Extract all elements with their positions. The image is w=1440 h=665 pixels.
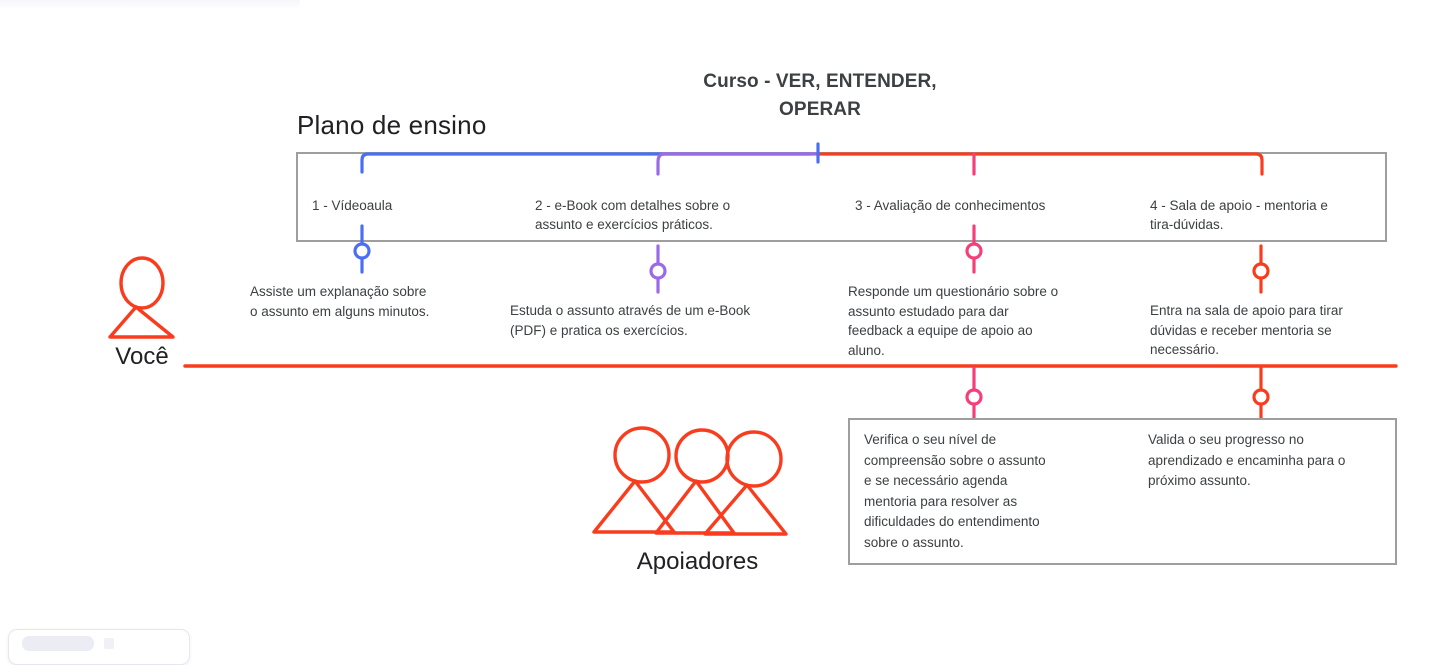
person-icon [108,256,175,339]
supporters-actor-label: Apoiadores [636,548,759,575]
plan-step-label-3: 3 - Avaliação de conhecimentos [855,196,1115,215]
student-desc-1-line1: Assiste um explanação sobre [250,284,427,299]
milestone-marker-icon-student-3[interactable] [958,224,992,276]
supporter-step-description-2: Valida o seu progresso no aprendizado e … [1148,430,1398,492]
plan-step-label-2: 2 - e-Book com detalhes sobre o assunto … [535,196,825,234]
supporter-step-description-1: Verifica o seu nível de compreensão sobr… [864,430,1114,553]
milestone-marker-icon-student-4[interactable] [1245,244,1279,296]
course-title: Curso - VER, ENTENDER, OPERAR [600,68,1040,124]
student-desc-3-line2: assunto estudado para dar [848,303,1009,319]
milestone-marker-icon-student-2[interactable] [642,244,676,296]
plan-step-4-line1: 4 - Sala de apoio - mentoria e [1150,198,1328,213]
plan-step-label-4: 4 - Sala de apoio - mentoria e tira-dúvi… [1150,196,1390,234]
student-step-description-4: Entra na sala de apoio para tirar dúvida… [1150,301,1410,360]
milestone-marker-icon-supporter-2[interactable] [1245,366,1279,422]
supporter-desc-1-line2: compreensão sobre o assunto [864,452,1046,468]
plan-step-2-line1: 2 - e-Book com detalhes sobre o [535,198,731,213]
top-fade-strip [0,0,300,10]
plan-step-4-line2: tira-dúvidas. [1150,217,1224,232]
student-desc-4-line3: necessário. [1150,342,1220,357]
student-desc-1-line2: o assunto em alguns minutos. [250,303,430,319]
people-group-icon [592,426,788,536]
student-step-description-3: Responde um questionário sobre o assunto… [848,282,1128,360]
course-title-line1: Curso - VER, ENTENDER, [703,71,937,92]
supporters-box [848,418,1397,565]
supporter-desc-1-line1: Verifica o seu nível de [864,432,997,447]
student-desc-4-line2: dúvidas e receber mentoria se [1150,322,1332,338]
plan-step-2-line2: assunto e exercícios práticos. [535,217,713,232]
student-actor-label: Você [115,343,169,370]
student-desc-3-line1: Responde um questionário sobre o [848,284,1059,299]
student-desc-2-line1: Estuda o assunto através de um e-Book [510,303,751,318]
course-title-line2: OPERAR [779,99,861,120]
supporter-desc-2-line3: próximo assunto. [1148,473,1251,488]
supporter-desc-1-line3: e se necessário agenda [864,473,1008,488]
student-desc-4-line1: Entra na sala de apoio para tirar [1150,303,1343,318]
bottom-card-pill [22,636,94,651]
plan-step-label-1: 1 - Vídeoaula [312,196,512,215]
plan-step-1-line1: 1 - Vídeoaula [312,198,393,213]
milestone-marker-icon-student-1[interactable] [346,224,380,276]
student-desc-3-line3: feedback a equipe de apoio ao [848,323,1033,338]
plan-step-3-line1: 3 - Avaliação de conhecimentos [855,198,1046,213]
milestone-marker-icon-supporter-1[interactable] [958,366,992,422]
plan-connector-lines [360,142,1264,176]
supporter-desc-2-line2: aprendizado e encaminha para o [1148,452,1346,468]
supporter-desc-1-line6: sobre o assunto. [864,534,964,550]
page-title: Plano de ensino [297,110,487,140]
supporter-desc-2-line1: Valida o seu progresso no [1148,432,1304,447]
student-step-description-1: Assiste um explanação sobre o assunto em… [250,282,500,321]
diagram-canvas: Curso - VER, ENTENDER, OPERAR Plano de e… [0,0,1410,665]
student-desc-2-line2: (PDF) e pratica os exercícios. [510,322,688,338]
student-desc-3-line4: aluno. [848,342,885,358]
supporter-desc-1-line5: dificuldades do entendimento [864,514,1040,529]
timeline-line [183,364,1398,368]
student-step-description-2: Estuda o assunto através de um e-Book (P… [510,301,830,340]
supporter-desc-1-line4: mentoria para resolver as [864,493,1018,509]
